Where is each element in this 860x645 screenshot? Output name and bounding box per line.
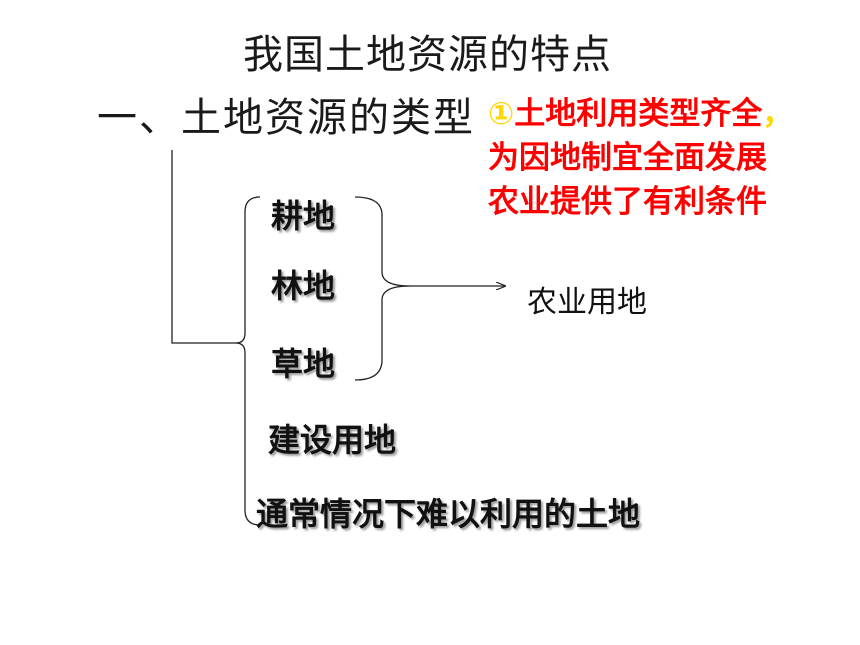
callout-line-3: 农业提供了有利条件 — [488, 184, 767, 220]
agri-brace — [354, 196, 411, 381]
callout-comma: ， — [762, 96, 794, 132]
page-title: 我国土地资源的特点 — [243, 32, 612, 78]
callout-line-2: 为因地制宜全面发展 — [488, 140, 767, 176]
callout-marker: ① — [488, 96, 515, 132]
land-type-unusable: 通常情况下难以利用的土地 — [256, 495, 641, 533]
section-heading: 一、土地资源的类型 — [97, 95, 475, 141]
main-brace — [235, 196, 261, 526]
callout-line-1: 土地利用类型齐全 — [514, 96, 763, 132]
land-type-construction: 建设用地 — [268, 421, 397, 459]
agricultural-land-label: 农业用地 — [527, 285, 647, 320]
heading-connector — [171, 150, 240, 344]
feature-callout: ①土地利用类型齐全， 为因地制宜全面发展 农业提供了有利条件 — [488, 92, 793, 224]
land-type-forest: 林地 — [271, 267, 336, 305]
land-type-cropland: 耕地 — [271, 197, 336, 235]
land-type-grassland: 草地 — [271, 345, 336, 383]
